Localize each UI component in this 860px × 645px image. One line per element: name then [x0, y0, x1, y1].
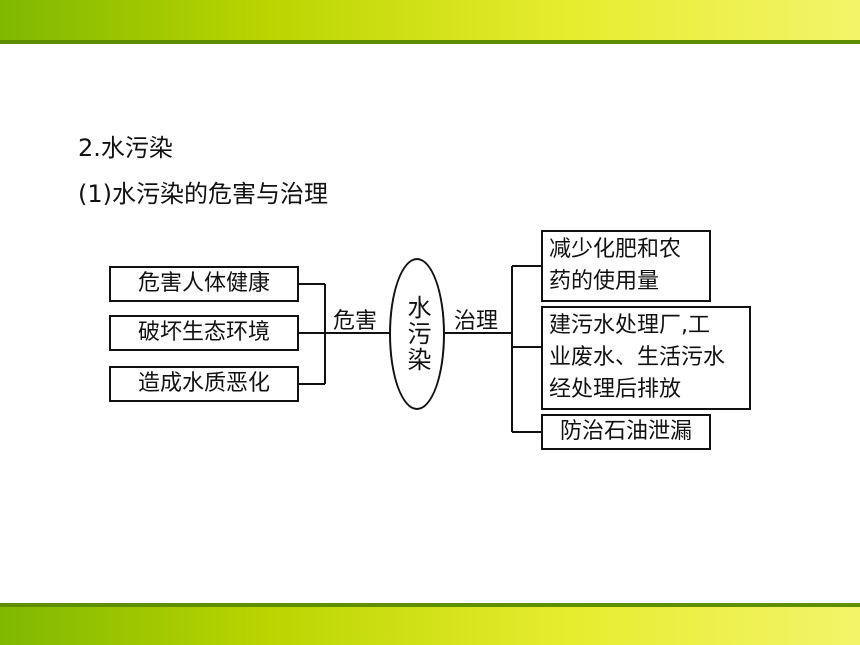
harm-box-ecology: 破坏生态环境	[109, 315, 299, 351]
harm-label: 危害	[333, 309, 378, 334]
treatment-label: 治理	[454, 309, 499, 334]
measure-line: 业废水、生活污水	[549, 345, 726, 370]
center-node-water-pollution: 水污染	[389, 258, 445, 410]
measure-line: 经处理后排放	[549, 377, 682, 402]
measure-box-wastewater: 建污水处理厂,工 业废水、生活污水 经处理后排放	[541, 306, 751, 410]
measure-line: 药的使用量	[549, 269, 660, 294]
measure-box-fertilizer: 减少化肥和农 药的使用量	[541, 230, 711, 302]
measure-line: 减少化肥和农	[549, 237, 682, 262]
harm-box-quality: 造成水质恶化	[109, 366, 299, 402]
measure-line: 建污水处理厂,工	[549, 313, 710, 338]
measure-box-oil-spill: 防治石油泄漏	[541, 414, 711, 450]
measure-line: 防治石油泄漏	[559, 419, 692, 444]
subsection-heading: (1)水污染的危害与治理	[78, 180, 328, 208]
harm-text: 造成水质恶化	[137, 371, 270, 396]
harm-text: 破坏生态环境	[137, 320, 270, 345]
top-banner-bar	[0, 0, 860, 44]
harm-box-health: 危害人体健康	[109, 266, 299, 302]
section-heading: 2.水污染	[78, 134, 173, 162]
bottom-banner-bar	[0, 603, 860, 645]
center-text: 水污染	[403, 295, 431, 373]
harm-text: 危害人体健康	[137, 271, 270, 296]
